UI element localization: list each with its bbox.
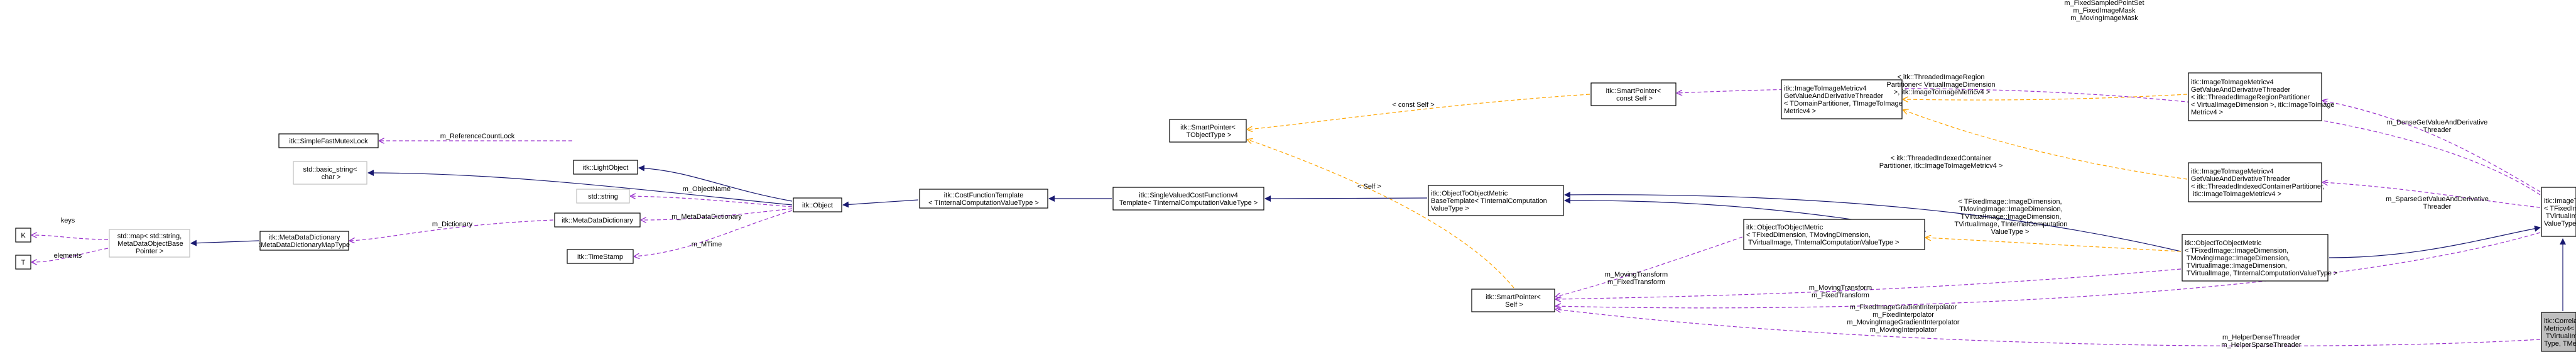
- template-edge-16: [1903, 110, 2188, 180]
- inheritance-edge-10: [842, 199, 919, 208]
- inheritance-edge-6: [367, 170, 793, 206]
- usage-edge-28: [1556, 309, 2541, 347]
- node-basic[interactable]: std::basic_string< char >: [293, 161, 367, 185]
- node-label-timestamp: itk::TimeStamp: [577, 253, 623, 261]
- node-label-sp_obj: itk::SmartPointer< TObjectType >: [1180, 124, 1236, 139]
- node-label-stdstring: std::string: [588, 193, 618, 201]
- node-label-k: K: [21, 232, 26, 239]
- node-o2o_big[interactable]: itk::ObjectToObjectMetric< TFixedImage::…: [2182, 234, 2337, 282]
- inheritance-edge-12: [1264, 195, 1428, 202]
- node-k[interactable]: K: [15, 228, 31, 243]
- usage-edge-0: [32, 235, 109, 240]
- template-edge-14: [1247, 140, 1514, 289]
- edge-label-o2o_tmpl: < TFixedImage::ImageDimension, TMovingIm…: [1953, 198, 2068, 236]
- inheritance-edge-2: [190, 239, 259, 246]
- node-mddmap[interactable]: itk::MetaDataDictionary:MetaDataDictiona…: [259, 231, 350, 251]
- usage-edge-24: [2323, 101, 2541, 192]
- node-sp_const[interactable]: itk::SmartPointer< const Self >: [1590, 82, 1677, 106]
- node-label-object: itk::Object: [802, 202, 833, 209]
- node-lightobj[interactable]: itk::LightObject: [573, 160, 638, 175]
- node-label-basic: std::basic_string< char >: [303, 166, 357, 181]
- node-timestamp[interactable]: itk::TimeStamp: [567, 249, 634, 264]
- node-i2i[interactable]: itk::ImageToImageMetricv4< TFixedImage, …: [2541, 187, 2576, 237]
- edge-label-refcount: m_ReferenceCountLock: [440, 133, 515, 140]
- node-label-mdd: itk::MetaDataDictionary: [562, 217, 633, 224]
- usage-edge-25: [2323, 182, 2541, 208]
- inheritance-edge-18: [1564, 191, 2182, 252]
- node-label-corr: itk::CorrelationImageToImageMetricv4< TF…: [2544, 317, 2576, 348]
- template-edge-15: [1903, 94, 2188, 100]
- edge-label-self: < Self >: [1357, 183, 1381, 190]
- inheritance-edge-26: [2329, 225, 2541, 258]
- edge-label-dictionary: m_Dictionary: [432, 221, 473, 228]
- usage-edge-20: [1556, 236, 1743, 297]
- node-label-lightobj: itk::LightObject: [583, 164, 629, 172]
- template-edge-19: [1926, 238, 2182, 252]
- node-object[interactable]: itk::Object: [793, 197, 842, 212]
- node-label-map: std::map< std::string, MetaDataObjectBas…: [116, 233, 183, 255]
- node-label-sp_self: itk::SmartPointer< Self >: [1486, 294, 1541, 309]
- node-label-sfml: itk::SimpleFastMutexLock: [289, 138, 368, 145]
- node-sp_self[interactable]: itk::SmartPointer< Self >: [1471, 289, 1555, 312]
- usage-edge-23: [1677, 88, 2541, 195]
- edge-label-mtime: m_MTime: [692, 241, 722, 248]
- node-corr[interactable]: itk::CorrelationImageToImageMetricv4< TF…: [2541, 312, 2576, 352]
- node-label-i2i: itk::ImageToImageMetricv4< TFixedImage, …: [2544, 197, 2576, 228]
- inheritance-edge-5: [638, 165, 793, 202]
- node-label-sp_const: itk::SmartPointer< const Self >: [1606, 87, 1661, 102]
- node-sp_obj[interactable]: itk::SmartPointer< TObjectType >: [1169, 119, 1247, 143]
- node-stdstring[interactable]: std::string: [576, 189, 630, 204]
- edge-label-metadict: m_MetaDataDictionary: [671, 213, 742, 221]
- node-label-o2o_big: itk::ObjectToObjectMetric< TFixedImage::…: [2185, 239, 2337, 277]
- node-sfml[interactable]: itk::SimpleFastMutexLock: [278, 133, 379, 148]
- node-t[interactable]: T: [15, 255, 31, 270]
- edge-label-elements: elements: [54, 252, 82, 260]
- usage-edge-1: [32, 248, 109, 262]
- node-label-mddmap: itk::MetaDataDictionary:MetaDataDictiona…: [259, 234, 350, 249]
- node-label-cft: itk::CostFunctionTemplate< TInternalComp…: [928, 192, 1039, 207]
- usage-edge-22: [1556, 232, 2541, 308]
- node-label-t: T: [21, 259, 26, 267]
- node-cft[interactable]: itk::CostFunctionTemplate< TInternalComp…: [919, 189, 1048, 209]
- usage-edge-9: [634, 210, 793, 256]
- node-map[interactable]: std::map< std::string, MetaDataObjectBas…: [109, 229, 190, 258]
- node-label-o2o_small: itk::ObjectToObjectMetric< TFixedDimensi…: [1746, 224, 1899, 246]
- template-edge-13: [1247, 94, 1590, 129]
- usage-edge-8: [641, 208, 793, 220]
- usage-edge-7: [631, 196, 793, 207]
- edge-label-objname: m_ObjectName: [683, 185, 731, 193]
- edge-label-const_self: < const Self >: [1392, 101, 1434, 109]
- edge-label-keys: keys: [61, 217, 75, 224]
- node-mdd[interactable]: itk::MetaDataDictionary: [554, 212, 641, 228]
- node-o2o_small[interactable]: itk::ObjectToObjectMetric< TFixedDimensi…: [1743, 219, 1925, 250]
